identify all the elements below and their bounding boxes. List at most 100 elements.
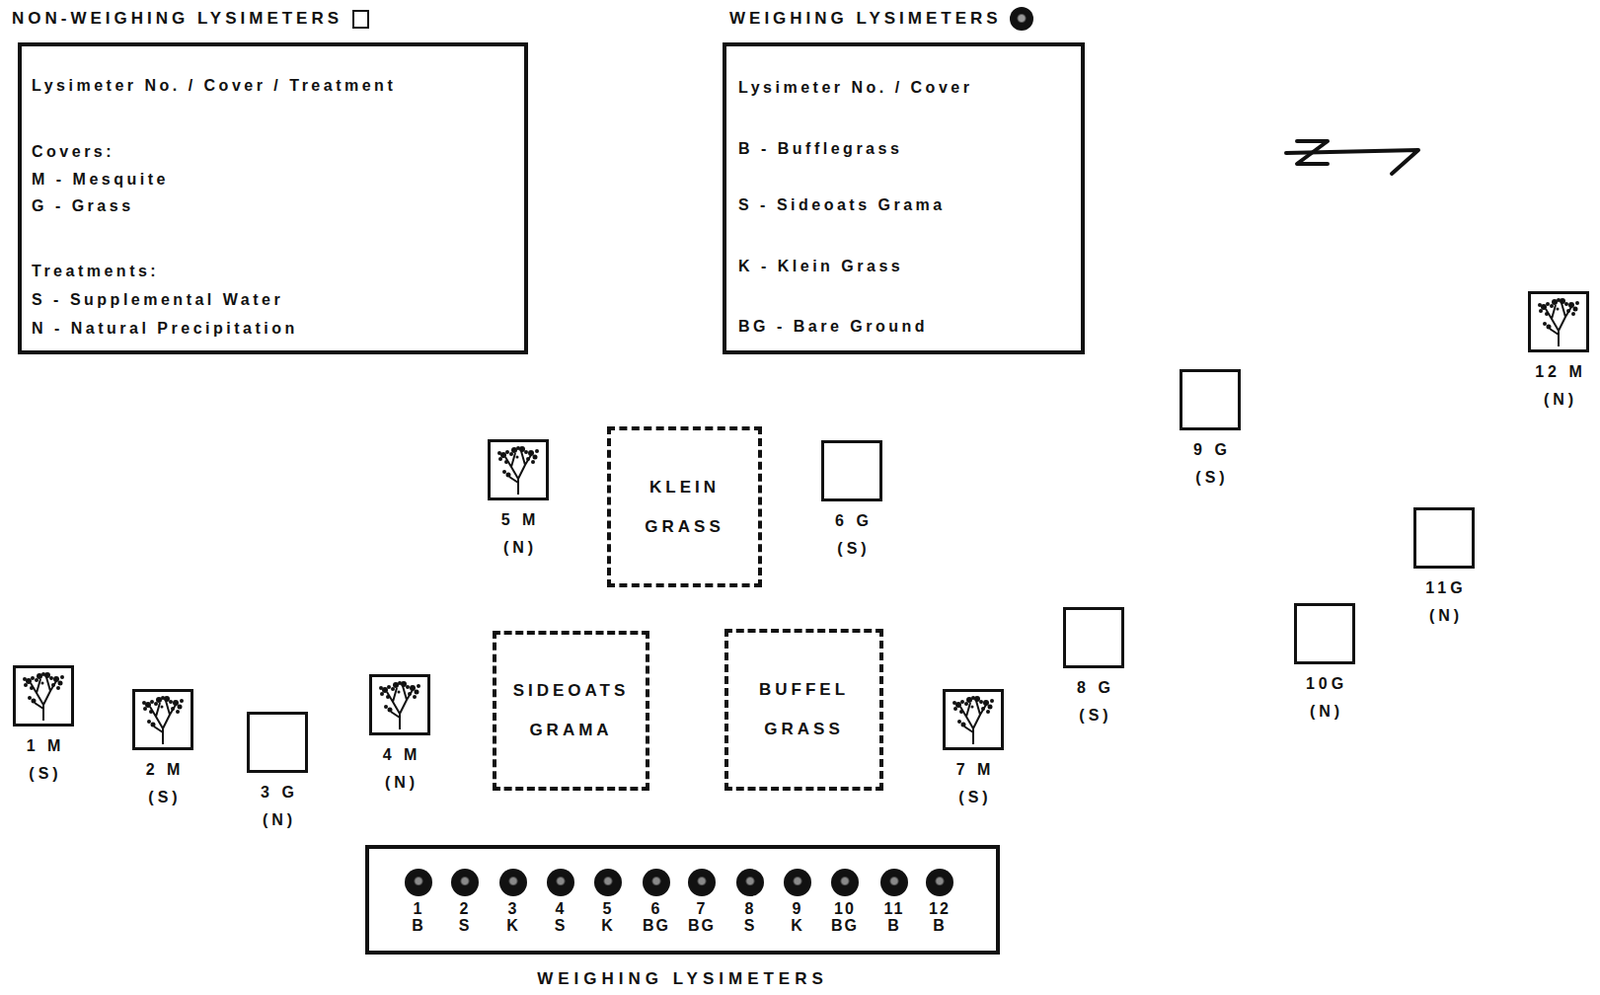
legend-line: S - Sideoats Grama	[738, 195, 946, 216]
lysimeter-label: 6 G	[812, 507, 892, 535]
legend-line: Lysimeter No. / Cover / Treatment	[31, 76, 396, 96]
non-weighing-lysimeter	[246, 711, 308, 773]
node: 2S	[443, 868, 487, 934]
node: 7 M(S)	[933, 688, 1013, 812]
weighing-lysimeter-circle	[451, 868, 479, 897]
node: 8S	[728, 868, 772, 934]
bar-heading: WEIGHING LYSIMETERS	[369, 968, 996, 991]
lysimeter-label: 11G	[1404, 574, 1484, 603]
legend-line: S - Supplemental Water	[31, 290, 284, 310]
treatment-label: (N)	[237, 806, 317, 835]
lysimeter-label: 8 G	[1054, 674, 1134, 702]
node: 1 M(S)	[3, 665, 83, 788]
non-weighing-lysimeter	[942, 688, 1004, 751]
cover-code: K	[491, 916, 535, 934]
treatment-label: (N)	[1404, 602, 1484, 630]
legend-line: Lysimeter No. / Cover	[738, 77, 973, 98]
node: 7BG	[680, 868, 724, 934]
non-weighing-lysimeter	[821, 440, 883, 502]
treatment-label: (N)	[1285, 697, 1365, 726]
treatment-label: (S)	[933, 783, 1013, 812]
treatment-label: (S)	[812, 534, 892, 563]
weighing-lysimeter-circle	[925, 868, 954, 897]
cover-code: K	[586, 916, 630, 934]
cover-code: BG	[634, 916, 679, 934]
cover-code: S	[443, 916, 487, 934]
lysimeter-label: 9 G	[1170, 436, 1250, 464]
node: 8 G(S)	[1054, 607, 1134, 730]
lysimeter-label: 12 M	[1519, 358, 1599, 386]
cover-code: S	[538, 916, 583, 934]
non-weighing-symbol	[352, 9, 370, 29]
plot-label: BUFFEL GRASS	[758, 670, 850, 750]
lysimeter-label: 4 M	[360, 741, 440, 769]
weighing-lysimeter-circle	[499, 868, 528, 897]
node: 9 G(S)	[1170, 369, 1250, 492]
weighing-lysimeter-circle	[642, 868, 671, 897]
node: SIDEOATS GRAMA	[492, 630, 650, 791]
node: 10G(N)	[1285, 603, 1365, 726]
node: 5K	[586, 868, 630, 934]
lysimeter-number: 8	[728, 900, 772, 917]
node: 10BG	[823, 868, 867, 934]
lysimeter-label: 1 M	[3, 732, 83, 761]
weighing-lysimeter-circle	[736, 868, 764, 897]
legend-line: G - Grass	[31, 196, 135, 217]
legend-heading: WEIGHING LYSIMETERS	[729, 7, 1002, 30]
weighing-lysimeter-circle	[687, 868, 716, 897]
non-weighing-lysimeter	[1063, 607, 1125, 669]
cover-code: B	[917, 916, 962, 934]
weighing-lysimeter-circle	[783, 868, 812, 897]
node: 9K	[775, 868, 820, 934]
legend-line: Treatments:	[31, 261, 159, 282]
weighing-lysimeter-circle	[831, 868, 859, 897]
lysimeter-number: 2	[443, 900, 487, 917]
cover-code: BG	[680, 916, 724, 934]
legend-heading: NON-WEIGHING LYSIMETERS	[11, 7, 343, 30]
node: 4S	[538, 868, 583, 934]
legend-line: M - Mesquite	[31, 169, 169, 190]
cover-code: S	[728, 916, 772, 934]
lysimeter-number: 1	[396, 900, 441, 917]
node: 3 G(N)	[237, 711, 317, 835]
node: 11G(N)	[1404, 507, 1484, 630]
lysimeter-number: 9	[775, 900, 820, 917]
treatment-label: (N)	[360, 768, 440, 797]
legend-line: Covers:	[31, 142, 115, 162]
legend-line: B - Bufflegrass	[738, 139, 903, 159]
north-arrow	[1286, 141, 1419, 174]
mesquite-trees	[22, 298, 1580, 745]
node: KLEIN GRASS	[607, 426, 762, 588]
non-weighing-lysimeter	[132, 688, 194, 751]
node: 4 M(N)	[360, 674, 440, 797]
weighing-lysimeter-circle	[404, 868, 433, 897]
lysimeter-label: 7 M	[933, 756, 1013, 784]
node: WEIGHING LYSIMETERS1B2S3K4S5K6BG7BG8S9K1…	[365, 844, 1000, 955]
node: 5 M(N)	[478, 439, 558, 562]
lysimeter-number: 4	[538, 900, 583, 917]
node: BUFFEL GRASS	[724, 628, 884, 791]
legend-line: BG - Bare Ground	[738, 316, 928, 337]
treatment-label: (S)	[1054, 701, 1134, 730]
non-weighing-lysimeter	[1179, 369, 1241, 431]
node: 12 M(N)	[1519, 291, 1599, 414]
non-weighing-lysimeter	[1413, 507, 1475, 569]
weighing-lysimeter-circle	[546, 868, 575, 897]
lysimeter-number: 7	[680, 900, 724, 917]
plot-label: KLEIN GRASS	[640, 467, 729, 547]
plot-label: SIDEOATS GRAMA	[506, 671, 636, 751]
non-weighing-lysimeter	[369, 674, 431, 736]
legend-box: Lysimeter No. / Cover / TreatmentCovers:…	[17, 42, 529, 355]
weighing-lysimeter-circle	[594, 868, 622, 897]
node: 12B	[917, 868, 962, 934]
lysimeter-label: 3 G	[237, 778, 317, 807]
legend-box: Lysimeter No. / Cover B - Bufflegrass S - …	[722, 42, 1085, 355]
node: 2 M(S)	[123, 688, 203, 812]
non-weighing-lysimeter	[1527, 291, 1590, 353]
weighing-symbol	[1009, 6, 1034, 31]
legend-line: N - Natural Precipitation	[31, 318, 299, 339]
treatment-label: (S)	[123, 783, 203, 812]
lysimeter-number: 3	[491, 900, 535, 917]
lysimeter-number: 11	[872, 900, 916, 917]
